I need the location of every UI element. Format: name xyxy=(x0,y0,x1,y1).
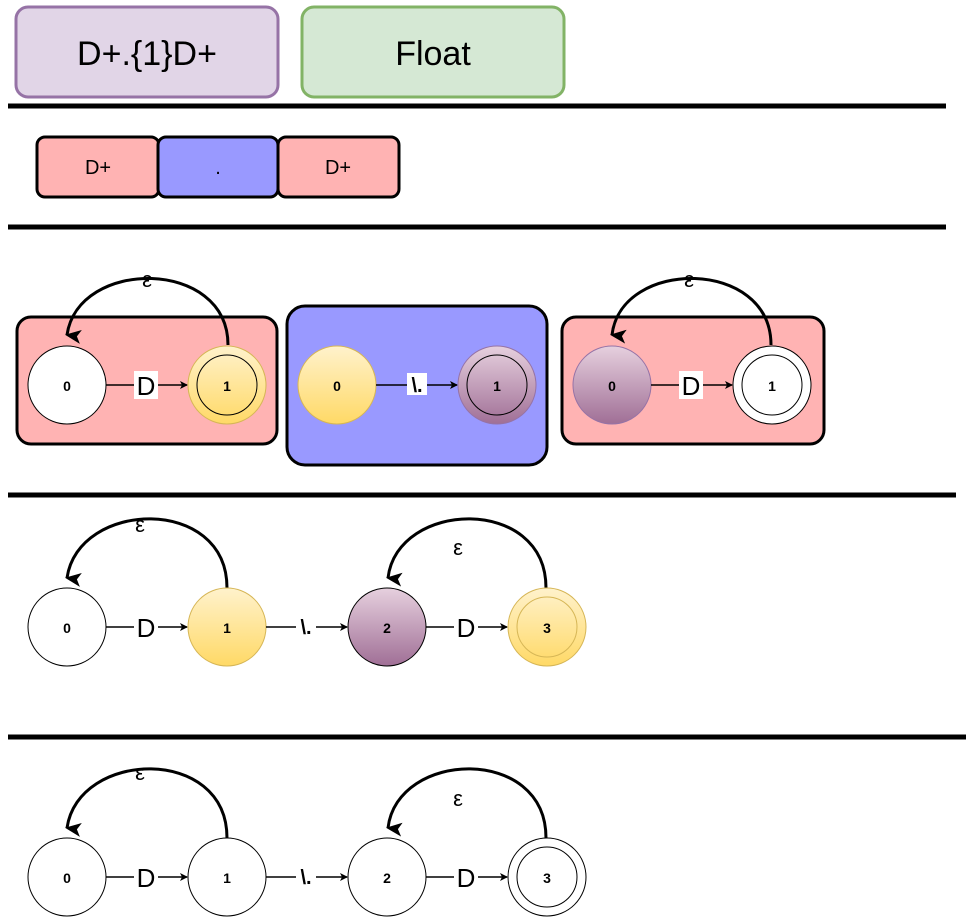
epsilon-label: ε xyxy=(453,786,463,811)
token-d-plus-2: D+ xyxy=(276,135,401,199)
edge-label: D xyxy=(137,371,156,401)
state-label: 0 xyxy=(608,378,616,394)
state-1 xyxy=(732,345,812,425)
edge-label: D xyxy=(137,613,156,643)
edge-label: \. xyxy=(300,867,311,889)
fragment-d-plus-2: ε 0 D 1 xyxy=(560,267,826,446)
regex-box: D+.{1}D+ xyxy=(14,5,280,99)
epsilon-label: ε xyxy=(135,760,145,785)
state-label: 1 xyxy=(493,378,501,394)
state-label: 1 xyxy=(223,620,231,636)
state-1 xyxy=(187,345,267,425)
regex-label: D+.{1}D+ xyxy=(77,35,217,73)
edge-label: D xyxy=(137,863,156,893)
epsilon-label: ε xyxy=(135,512,145,537)
fragment-dot: 0 \. 1 xyxy=(285,304,549,467)
epsilon-loop xyxy=(65,767,229,839)
token-dot: . xyxy=(156,135,280,199)
state-label: 3 xyxy=(543,620,551,636)
epsilon-label: ε xyxy=(453,535,463,560)
edge-label: \. xyxy=(411,375,422,397)
token-label: D+ xyxy=(85,157,111,179)
state-label: 2 xyxy=(383,870,391,886)
state-label: 0 xyxy=(333,378,341,394)
epsilon-loop xyxy=(386,517,548,589)
token-label: D+ xyxy=(325,157,351,179)
epsilon-loop xyxy=(386,767,548,839)
epsilon-loop xyxy=(610,277,773,346)
state-label: 0 xyxy=(63,620,71,636)
epsilon-label: ε xyxy=(142,267,152,292)
epsilon-label: ε xyxy=(684,267,694,292)
state-label: 0 xyxy=(63,378,71,394)
epsilon-loop xyxy=(65,517,229,589)
state-3 xyxy=(507,837,587,917)
state-label: 2 xyxy=(383,620,391,636)
state-3 xyxy=(507,587,587,667)
fragment-d-plus-1: ε 0 D 1 xyxy=(15,267,279,446)
state-label: 3 xyxy=(543,870,551,886)
float-label: Float xyxy=(395,35,471,73)
state-label: 0 xyxy=(63,870,71,886)
edge-label: D xyxy=(457,613,476,643)
state-label: 1 xyxy=(223,378,231,394)
combined-nfa-plain: ε ε 0 D 1 \. 2 D 3 xyxy=(27,760,587,917)
edge-label: D xyxy=(457,863,476,893)
float-box: Float xyxy=(300,5,566,99)
state-label: 1 xyxy=(768,378,776,394)
state-1 xyxy=(457,345,537,425)
token-d-plus-1: D+ xyxy=(35,135,161,199)
edge-label: \. xyxy=(300,617,311,639)
epsilon-loop xyxy=(65,277,230,346)
state-label: 1 xyxy=(223,870,231,886)
combined-nfa-colored: ε ε 0 D 1 \. 2 D 3 xyxy=(27,512,587,667)
edge-label: D xyxy=(682,371,701,401)
token-label: . xyxy=(215,157,221,179)
